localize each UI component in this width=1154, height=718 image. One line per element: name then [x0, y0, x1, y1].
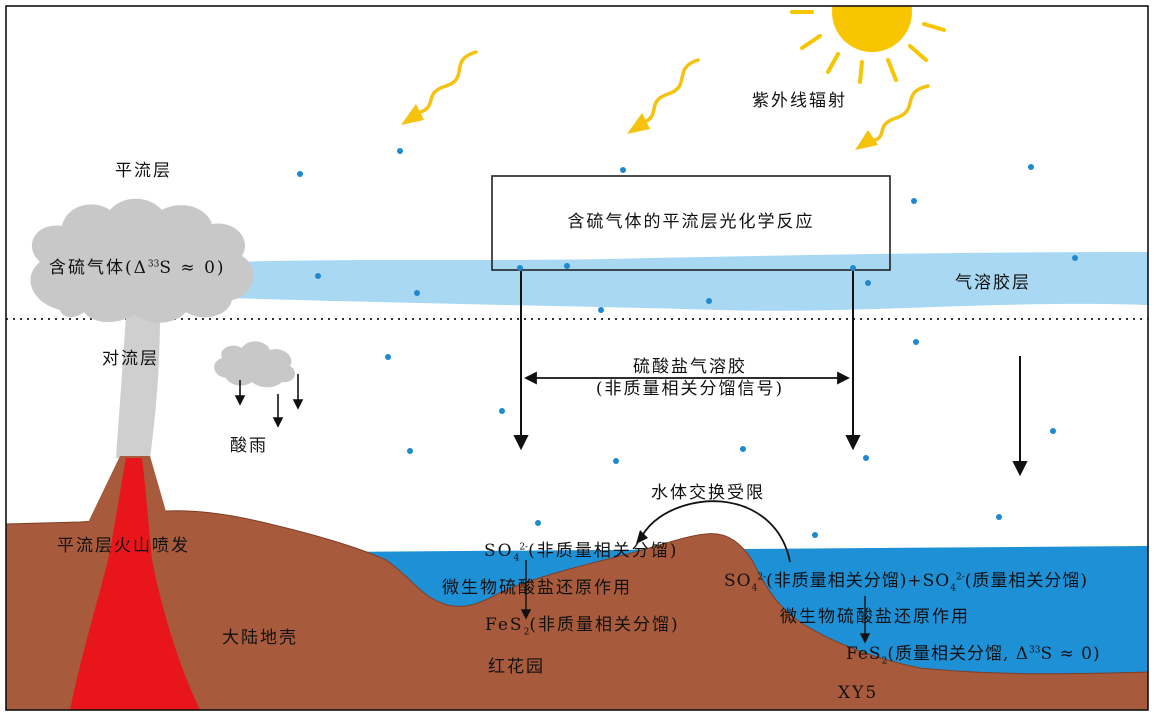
so4-right-label: SO42-(非质量相关分馏)+SO42-(质量相关分馏) [724, 571, 1088, 594]
droplet-icon [297, 148, 1078, 538]
site-xy5-label: XY5 [838, 683, 879, 703]
sulfate-aerosol-label-2: (非质量相关分馏信号) [595, 379, 785, 399]
so4-left-label: SO42-(非质量相关分馏) [484, 541, 679, 564]
diagram-frame [5, 5, 1149, 711]
troposphere-label: 对流层 [102, 349, 159, 369]
fes2-right-suffix: S ≈ 0) [1040, 644, 1101, 664]
so4-right-sub: 4 [751, 583, 758, 594]
fes2-left-suffix: (非质量相关分馏) [529, 615, 680, 635]
sulfate-aerosol-label-1: 硫酸盐气溶胶 [633, 357, 747, 377]
so4-right-sub2: 4 [950, 583, 956, 594]
so4-right-base: SO [724, 571, 752, 591]
uv-arrowheads [401, 104, 878, 150]
so4-right-mid: (非质量相关分馏)+SO [766, 571, 951, 591]
site-hhy-label: 红花园 [488, 657, 545, 677]
continental-crust-label: 大陆地壳 [222, 628, 298, 648]
fes2-right-mid: (质量相关分馏, Δ [887, 644, 1030, 664]
so4-right-sup: 2- [757, 572, 767, 583]
fes2-right-sub: 2 [881, 656, 888, 667]
sulfur-gas-sup: 33 [147, 259, 160, 270]
aerosol-layer-label: 气溶胶层 [955, 273, 1031, 293]
acid-rain-label: 酸雨 [230, 436, 268, 456]
so4-left-sub: 4 [513, 553, 520, 564]
sulfate-span-arrow [523, 371, 851, 385]
fes2-left-label: FeS2(非质量相关分馏) [485, 615, 680, 638]
msr-arrows [520, 560, 871, 644]
water-exchange-arrow [636, 500, 791, 563]
photochem-box [491, 175, 891, 271]
volcano-plume [116, 314, 160, 458]
sulfur-gas-suffix: S ≈ 0) [159, 258, 226, 278]
stratosphere-label: 平流层 [115, 161, 172, 181]
plume-cloud [30, 198, 254, 323]
sulfur-gas-label: 含硫气体(Δ33S ≈ 0) [49, 258, 226, 279]
so4-left-base: SO [484, 541, 514, 561]
msr-right-label: 微生物硫酸盐还原作用 [780, 607, 970, 627]
sun-icon [790, 6, 946, 84]
continental-crust [6, 510, 1148, 710]
uv-arrow-icon [412, 50, 930, 144]
so4-left-sup: 2- [519, 542, 529, 553]
fes2-right-base: FeS [846, 644, 882, 664]
aerosol-layer-band [230, 252, 1148, 311]
water-exchange-label: 水体交换受限 [651, 483, 765, 503]
so4-left-suffix: (非质量相关分馏) [528, 541, 679, 561]
so4-right-sup2: 2- [955, 572, 965, 583]
photochem-reaction-label: 含硫气体的平流层光化学反应 [567, 212, 815, 232]
so4-right-suffix: (质量相关分馏) [964, 571, 1088, 591]
sulfate-fall-arrows [513, 270, 1028, 477]
uv-radiation-label: 紫外线辐射 [752, 91, 847, 111]
fes2-left-sub: 2 [523, 627, 530, 638]
fes2-left-base: FeS [485, 615, 524, 635]
fes2-right-sup: 33 [1029, 645, 1041, 656]
cloud-icon [214, 341, 296, 388]
msr-left-label: 微生物硫酸盐还原作用 [442, 578, 632, 598]
acid-rain-arrows [234, 374, 304, 428]
fes2-right-label: FeS2(质量相关分馏, Δ33S ≈ 0) [846, 644, 1101, 667]
volcano-icon [70, 458, 200, 710]
volcanic-eruption-label: 平流层火山喷发 [57, 536, 190, 556]
sulfur-gas-prefix: 含硫气体(Δ [49, 258, 148, 278]
